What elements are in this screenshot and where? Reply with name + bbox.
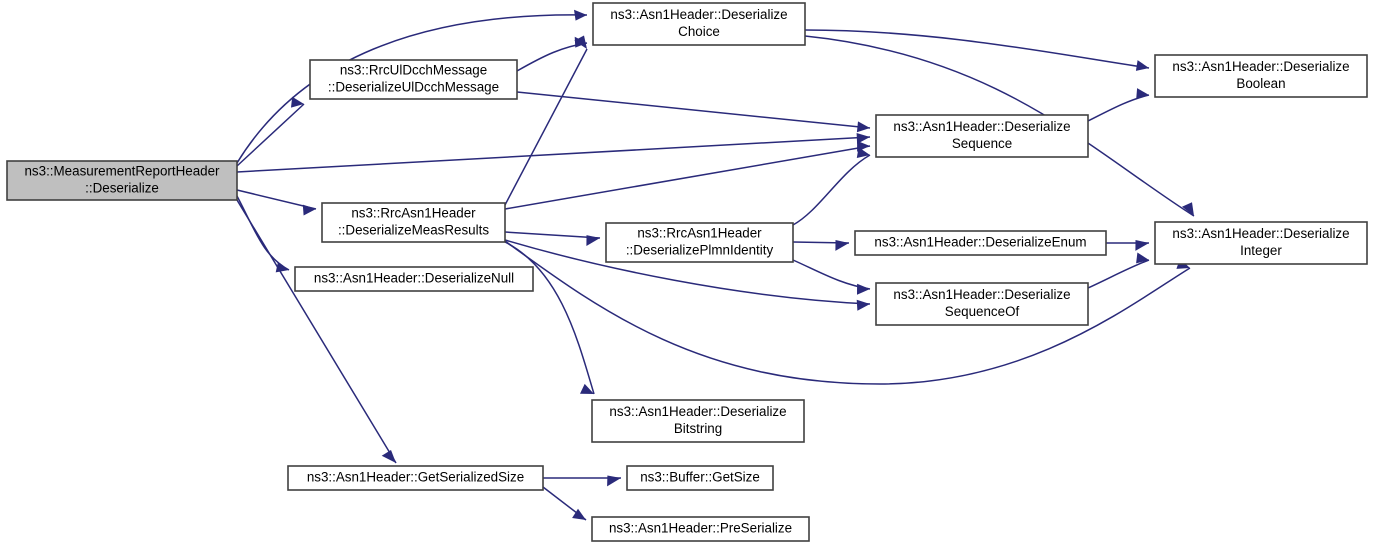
edge-line <box>516 42 588 72</box>
edge-arrowhead <box>572 508 586 520</box>
edge-line <box>516 91 871 129</box>
edge-asn1header_deserialize_choice-to-asn1header_deserialize_boolean <box>804 29 1150 71</box>
edge-asn1header_deserialize_choice-to-asn1header_deserialize_integer <box>804 35 1195 217</box>
node-asn1header_pre_serialize[interactable]: ns3::Asn1Header::PreSerialize <box>591 516 810 542</box>
edge-measurement_report_header_deserialize-to-asn1header_deserialize_choice <box>236 9 588 164</box>
node-box[interactable] <box>854 230 1107 256</box>
node-rrc_asn1header_deserialize_meas_results[interactable]: ns3::RrcAsn1Header::DeserializeMeasResul… <box>321 202 506 243</box>
edge-line <box>504 239 871 305</box>
node-box[interactable] <box>626 465 774 491</box>
node-box[interactable] <box>875 282 1089 326</box>
edge-arrowhead <box>291 96 304 108</box>
node-box[interactable] <box>6 160 238 201</box>
edge-arrowhead <box>580 383 594 394</box>
edge-arrowhead <box>856 299 870 311</box>
edge-line <box>504 241 595 395</box>
edge-line <box>1087 94 1150 122</box>
edge-line <box>504 145 871 210</box>
node-rrc_asn1header_deserialize_plmn_identity[interactable]: ns3::RrcAsn1Header::DeserializePlmnIdent… <box>605 222 794 263</box>
edges-layer <box>236 9 1195 521</box>
edge-arrowhead <box>586 235 600 246</box>
edge-arrowhead <box>1135 60 1149 71</box>
node-rrc_ul_dcch_message_deserialize_ul_dcch_message[interactable]: ns3::RrcUlDcchMessage::DeserializeUlDcch… <box>309 59 518 100</box>
node-asn1header_deserialize_null[interactable]: ns3::Asn1Header::DeserializeNull <box>294 266 534 292</box>
edge-line <box>504 48 588 206</box>
node-box[interactable] <box>875 114 1089 158</box>
edge-line <box>504 231 601 239</box>
node-measurement_report_header_deserialize[interactable]: ns3::MeasurementReportHeader::Deserializ… <box>6 160 238 201</box>
edge-line <box>792 154 871 226</box>
edge-line <box>236 199 397 464</box>
edge-rrc_asn1header_deserialize_plmn_identity-to-asn1header_deserialize_sequence <box>792 147 871 226</box>
edge-line <box>504 240 1191 385</box>
edge-arrowhead <box>1136 252 1149 264</box>
node-box[interactable] <box>605 222 794 263</box>
node-box[interactable] <box>1154 221 1368 265</box>
edge-arrowhead <box>302 204 316 216</box>
edge-line <box>236 195 290 271</box>
edge-measurement_report_header_deserialize-to-rrc_ul_dcch_message_deserialize_ul_dcch_message <box>236 96 305 167</box>
edge-rrc_asn1header_deserialize_meas_results-to-asn1header_deserialize_choice <box>504 35 588 206</box>
node-box[interactable] <box>294 266 534 292</box>
node-box[interactable] <box>592 2 806 46</box>
node-box[interactable] <box>309 59 518 100</box>
edge-line <box>236 103 305 167</box>
edge-line <box>1087 259 1150 289</box>
edge-measurement_report_header_deserialize-to-asn1header_deserialize_sequence <box>236 133 871 173</box>
edge-arrowhead <box>574 35 587 49</box>
edge-rrc_asn1header_deserialize_meas_results-to-rrc_asn1header_deserialize_plmn_identity <box>504 231 601 246</box>
edge-arrowhead <box>1135 240 1149 251</box>
edge-arrowhead <box>607 475 621 487</box>
edge-arrowhead <box>857 283 870 295</box>
edge-line <box>804 35 1195 217</box>
edge-asn1header_deserialize_enum-to-asn1header_deserialize_integer <box>1106 240 1149 251</box>
node-buffer_get_size[interactable]: ns3::Buffer::GetSize <box>626 465 774 491</box>
edge-rrc_asn1header_deserialize_plmn_identity-to-asn1header_deserialize_sequence_of <box>792 259 871 295</box>
edge-rrc_ul_dcch_message_deserialize_ul_dcch_message-to-asn1header_deserialize_sequence <box>516 91 871 133</box>
edge-arrowhead <box>1136 88 1149 99</box>
edge-line <box>236 189 317 210</box>
edge-arrowhead <box>381 450 396 463</box>
edge-line <box>236 14 588 164</box>
edge-arrowhead <box>856 147 870 158</box>
edge-arrowhead <box>835 240 849 251</box>
edge-asn1header_get_serialized_size-to-buffer_get_size <box>543 475 621 487</box>
node-box[interactable] <box>287 465 544 491</box>
node-asn1header_get_serialized_size[interactable]: ns3::Asn1Header::GetSerializedSize <box>287 465 544 491</box>
edge-line <box>236 136 871 173</box>
node-box[interactable] <box>321 202 506 243</box>
nodes-layer: ns3::MeasurementReportHeader::Deserializ… <box>6 2 1368 542</box>
edge-rrc_asn1header_deserialize_plmn_identity-to-asn1header_deserialize_enum <box>792 240 850 251</box>
edge-rrc_asn1header_deserialize_meas_results-to-asn1header_deserialize_bitstring <box>504 241 595 395</box>
edge-asn1header_deserialize_sequence_of-to-asn1header_deserialize_integer <box>1087 252 1150 289</box>
edge-arrowhead <box>856 121 870 133</box>
node-box[interactable] <box>591 399 805 443</box>
edge-arrowhead <box>1182 202 1194 216</box>
edge-rrc_asn1header_deserialize_meas_results-to-asn1header_deserialize_sequence <box>504 140 871 210</box>
edge-arrowhead <box>574 9 587 21</box>
edge-arrowhead <box>856 133 870 144</box>
edge-line <box>804 29 1150 69</box>
edge-rrc_asn1header_deserialize_meas_results-to-asn1header_deserialize_sequence_of <box>504 239 871 311</box>
node-box[interactable] <box>591 516 810 542</box>
edge-measurement_report_header_deserialize-to-rrc_asn1header_deserialize_meas_results <box>236 189 317 216</box>
node-asn1header_deserialize_enum[interactable]: ns3::Asn1Header::DeserializeEnum <box>854 230 1107 256</box>
edge-asn1header_get_serialized_size-to-asn1header_pre_serialize <box>542 486 587 521</box>
edge-measurement_report_header_deserialize-to-asn1header_get_serialized_size <box>236 199 397 464</box>
edge-asn1header_deserialize_sequence-to-asn1header_deserialize_boolean <box>1087 88 1150 122</box>
node-box[interactable] <box>1154 54 1368 98</box>
edge-measurement_report_header_deserialize-to-asn1header_deserialize_null <box>236 195 290 273</box>
